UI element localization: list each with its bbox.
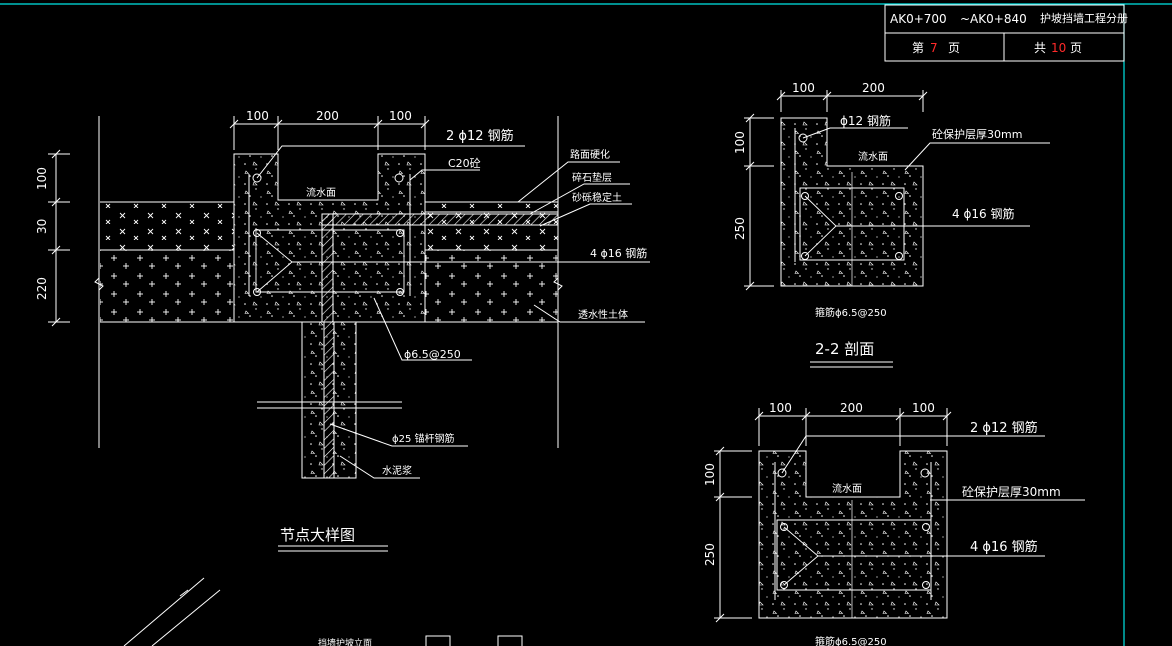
total-prefix-text: 共 [1034, 41, 1046, 55]
partial-elevation-drawing [123, 577, 523, 646]
s22-cover-label: 砼保护层厚30mm [932, 127, 1022, 141]
node-fill-label: 透水性土体 [578, 308, 628, 321]
node-dim-top-1: 100 [246, 109, 269, 123]
s11-cover-label: 砼保护层厚30mm [962, 485, 1061, 499]
s22-title: 2-2 剖面 [815, 340, 874, 358]
node-stirrup-label: ϕ6.5@250 [404, 348, 461, 361]
s11-dim-top-3: 100 [912, 401, 935, 415]
node-top-rebar-label: 2 ϕ12 钢筋 [446, 128, 514, 144]
s11-dim-left-2: 250 [703, 543, 717, 566]
node-dim-top-2: 200 [316, 109, 339, 123]
total-number-text: 10 [1051, 41, 1066, 55]
node-dim-top-3: 100 [389, 109, 412, 123]
section-22-labels: 100 200 100 250 ϕ12 钢筋 砼保护层厚30mm 4 ϕ16 钢… [733, 81, 1022, 358]
s11-stirrup-label: 箍筋ϕ6.5@250 [815, 635, 887, 646]
total-unit-text: 页 [1070, 41, 1082, 55]
s22-dim-top-2: 200 [862, 81, 885, 95]
section-22-drawing [744, 90, 1050, 368]
node-concrete-label: C20砼 [448, 157, 481, 170]
s11-dim-top-2: 200 [840, 401, 863, 415]
node-dim-left-3: 220 [35, 277, 49, 300]
s22-dim-left-2: 250 [733, 217, 747, 240]
sheet-number-text: 7 [930, 41, 938, 55]
node-dim-left-1: 100 [35, 167, 49, 190]
node-dim-left-2: 30 [35, 219, 49, 234]
partial-elevation-label: 挡墙护坡立面 [318, 637, 372, 646]
s22-stirrup-label: 箍筋ϕ6.5@250 [815, 306, 887, 319]
s11-flow-label: 流水面 [832, 482, 862, 495]
node-detail-labels: 100 200 100 100 30 220 2 ϕ12 钢筋 C20砼 路面硬… [35, 109, 647, 544]
node-flow-label: 流水面 [306, 186, 336, 199]
s22-main-rebar-label: 4 ϕ16 钢筋 [952, 206, 1014, 221]
s22-dim-top-1: 100 [792, 81, 815, 95]
node-mortar-label: 水泥浆 [382, 464, 412, 477]
sheet-prefix-text: 第 [912, 41, 924, 55]
node-subbase-label: 砂砾稳定土 [572, 191, 622, 204]
node-anchor-label: ϕ25 锚杆钢筋 [392, 432, 455, 445]
s11-top-rebar-label: 2 ϕ12 钢筋 [970, 420, 1038, 436]
node-surface-label: 路面硬化 [570, 148, 610, 161]
s22-top-rebar-label: ϕ12 钢筋 [840, 113, 891, 128]
station-end-text: ~AK0+840 [960, 12, 1027, 26]
section-11-labels: 100 200 100 100 250 2 ϕ12 钢筋 砼保护层厚30mm 4… [703, 401, 1061, 646]
node-detail-title: 节点大样图 [280, 526, 355, 544]
s22-flow-label: 流水面 [858, 150, 888, 163]
s11-main-rebar-label: 4 ϕ16 钢筋 [970, 539, 1038, 555]
node-main-rebar-label: 4 ϕ16 钢筋 [590, 246, 647, 260]
drawing-frame [0, 3, 1172, 646]
node-detail-drawing [48, 116, 650, 552]
s11-dim-top-1: 100 [769, 401, 792, 415]
section-11-drawing [714, 408, 1085, 623]
sheet-unit-text: 页 [948, 41, 960, 55]
station-start-text: AK0+700 [890, 12, 947, 26]
s11-dim-left-1: 100 [703, 463, 717, 486]
s22-dim-left-1: 100 [733, 131, 747, 154]
node-base-label: 碎石垫层 [572, 171, 612, 184]
title-block: AK0+700 ~AK0+840 护坡挡墙工程分册 第 7 页 共 10 页 [884, 4, 1128, 62]
project-name-text: 护坡挡墙工程分册 [1040, 11, 1128, 25]
